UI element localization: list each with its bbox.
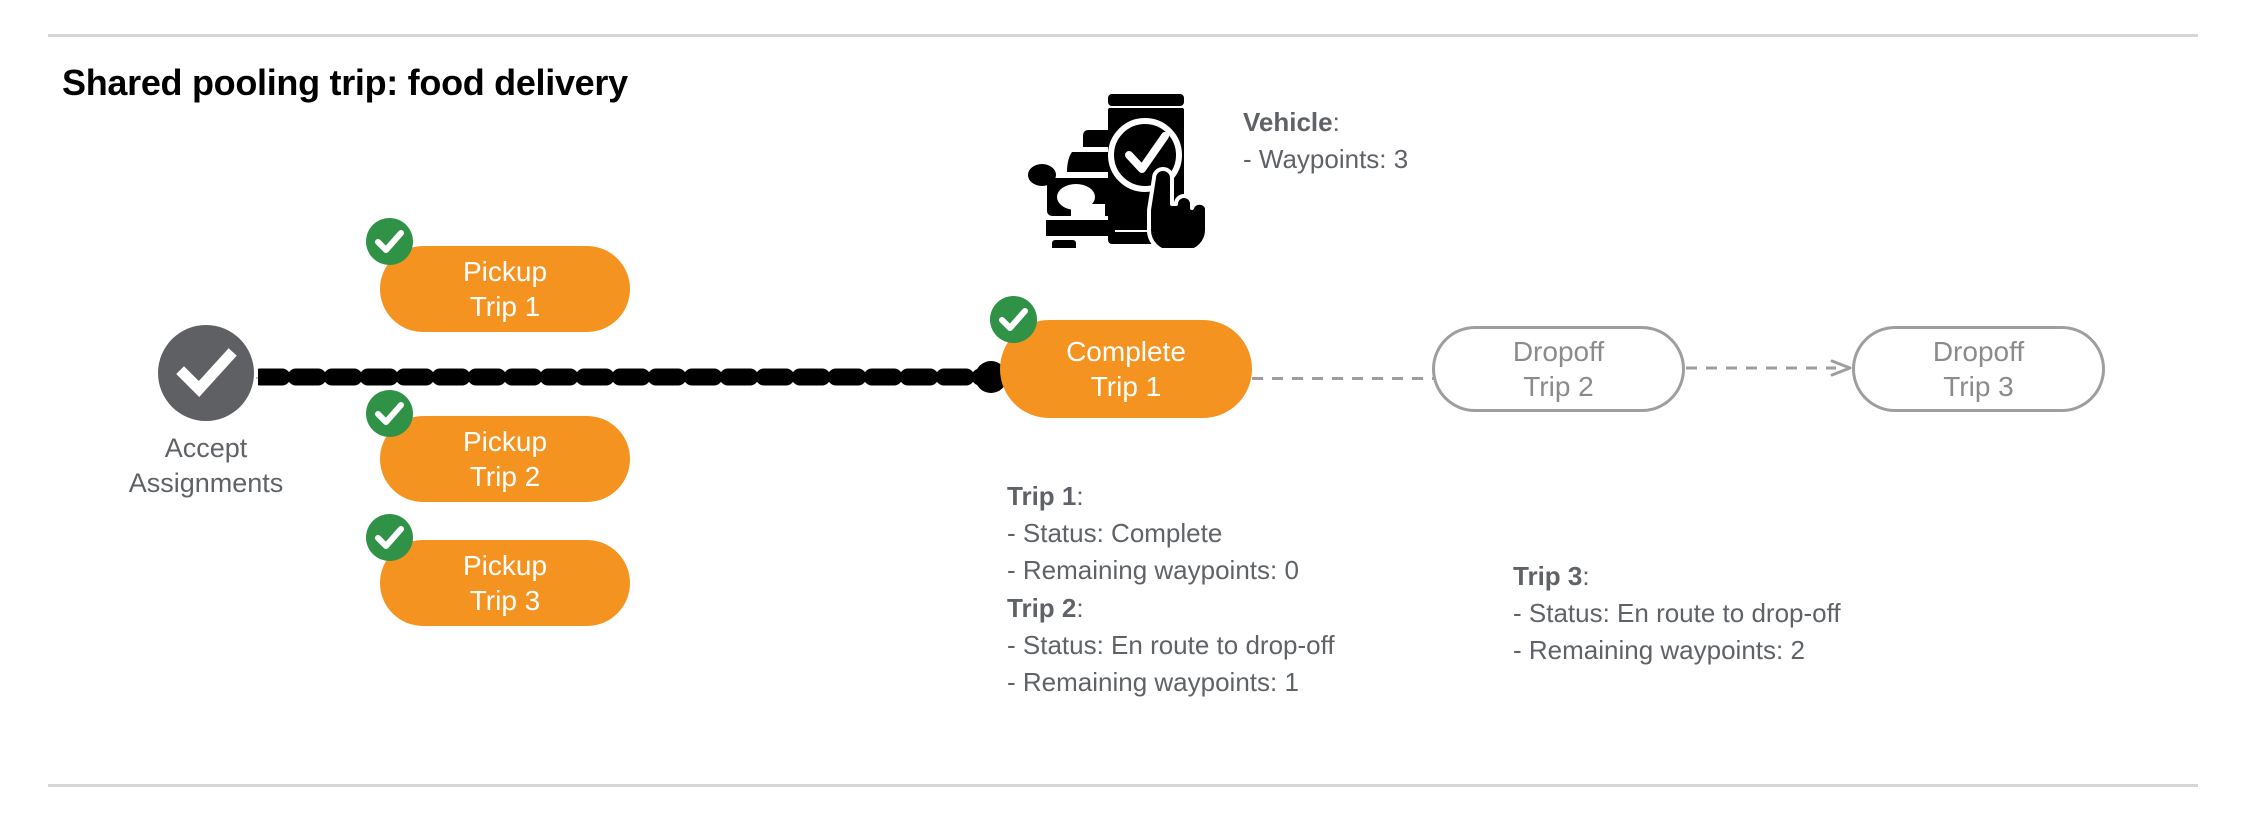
accept-assignments-label: Accept Assignments — [96, 431, 316, 500]
trip-2-heading-colon: : — [1076, 592, 1084, 623]
accept-assignments-node[interactable]: Accept Assignments — [129, 325, 283, 498]
check-badge-icon — [990, 296, 1037, 343]
pickup-trip-2-line1: Pickup — [462, 425, 548, 457]
pickup-trip-2-node[interactable]: Pickup Trip 2 — [380, 416, 630, 502]
trip-2-status-line: - Status: En route to drop-off — [1007, 629, 1335, 660]
vehicle-heading-colon: : — [1332, 107, 1340, 137]
vehicle-heading-label: Vehicle — [1243, 107, 1333, 137]
dropoff-trip-2-line2: Trip 2 — [1523, 371, 1594, 402]
trip-2-heading: Trip 2: — [1007, 590, 1335, 627]
pickup-trip-3-line2: Trip 3 — [469, 585, 541, 616]
trip-1-heading-colon: : — [1076, 481, 1084, 511]
connector-complete-to-dropoff2 — [1252, 367, 1434, 380]
complete-trip-1-line1: Complete — [1066, 335, 1186, 367]
trip-3-heading-label: Trip 3 — [1513, 561, 1583, 591]
check-badge-icon — [366, 218, 413, 265]
connector-dashed-black — [251, 368, 1005, 386]
trip-2-heading-label: Trip 2 — [1007, 592, 1077, 623]
pickup-trip-1-line2: Trip 1 — [469, 291, 541, 322]
trip-1-status-line: - Status: Complete — [1007, 518, 1223, 549]
page-title: Shared pooling trip: food delivery — [62, 62, 628, 103]
pickup-trip-1-line1: Pickup — [462, 255, 548, 287]
trip-1-2-info-block: Trip 1: - Status: Complete - Remaining w… — [1007, 478, 1335, 701]
trip-1-heading: Trip 1: — [1007, 478, 1335, 515]
dropoff-trip-3-node[interactable]: Dropoff Trip 3 — [1852, 326, 2105, 412]
complete-trip-1-line2: Trip 1 — [1090, 371, 1162, 402]
trip-2-waypoints-line: - Remaining waypoints: 1 — [1007, 666, 1299, 697]
accept-label-line1: Accept — [164, 433, 248, 463]
dropoff-trip-3-line1: Dropoff — [1932, 335, 2025, 367]
dropoff-trip-2-node[interactable]: Dropoff Trip 2 — [1432, 326, 1685, 412]
pickup-trip-1-node[interactable]: Pickup Trip 1 — [380, 246, 630, 332]
trip-3-heading-colon: : — [1582, 561, 1590, 591]
dropoff-trip-3-line2: Trip 3 — [1943, 371, 2014, 402]
trip-3-waypoints-line: - Remaining waypoints: 2 — [1513, 635, 1805, 666]
top-divider — [48, 34, 2198, 37]
trip-1-waypoints-line: - Remaining waypoints: 0 — [1007, 555, 1299, 586]
accept-label-line2: Assignments — [128, 467, 284, 498]
complete-trip-1-node[interactable]: Complete Trip 1 — [1000, 320, 1252, 418]
trip-3-info-block: Trip 3: - Status: En route to drop-off -… — [1513, 558, 1841, 670]
vehicle-info-block: Vehicle: - Waypoints: 3 — [1243, 104, 1408, 178]
car-phone-check-icon — [1028, 82, 1214, 254]
pickup-trip-3-node[interactable]: Pickup Trip 3 — [380, 540, 630, 626]
pickup-trip-3-line1: Pickup — [462, 549, 548, 581]
check-badge-icon — [366, 390, 413, 437]
check-badge-icon — [366, 514, 413, 561]
trip-3-status-line: - Status: En route to drop-off — [1513, 598, 1841, 629]
vehicle-waypoints-line: - Waypoints: 3 — [1243, 144, 1409, 175]
bottom-divider — [48, 784, 2198, 787]
trip-3-heading: Trip 3: — [1513, 558, 1841, 595]
connector-dropoff2-to-dropoff3 — [1686, 359, 1854, 377]
trip-1-heading-label: Trip 1 — [1007, 481, 1077, 511]
pickup-trip-2-line2: Trip 2 — [469, 461, 541, 492]
dropoff-trip-2-line1: Dropoff — [1512, 335, 1605, 367]
check-circle-icon — [158, 325, 254, 421]
vehicle-info-heading: Vehicle: — [1243, 104, 1408, 141]
